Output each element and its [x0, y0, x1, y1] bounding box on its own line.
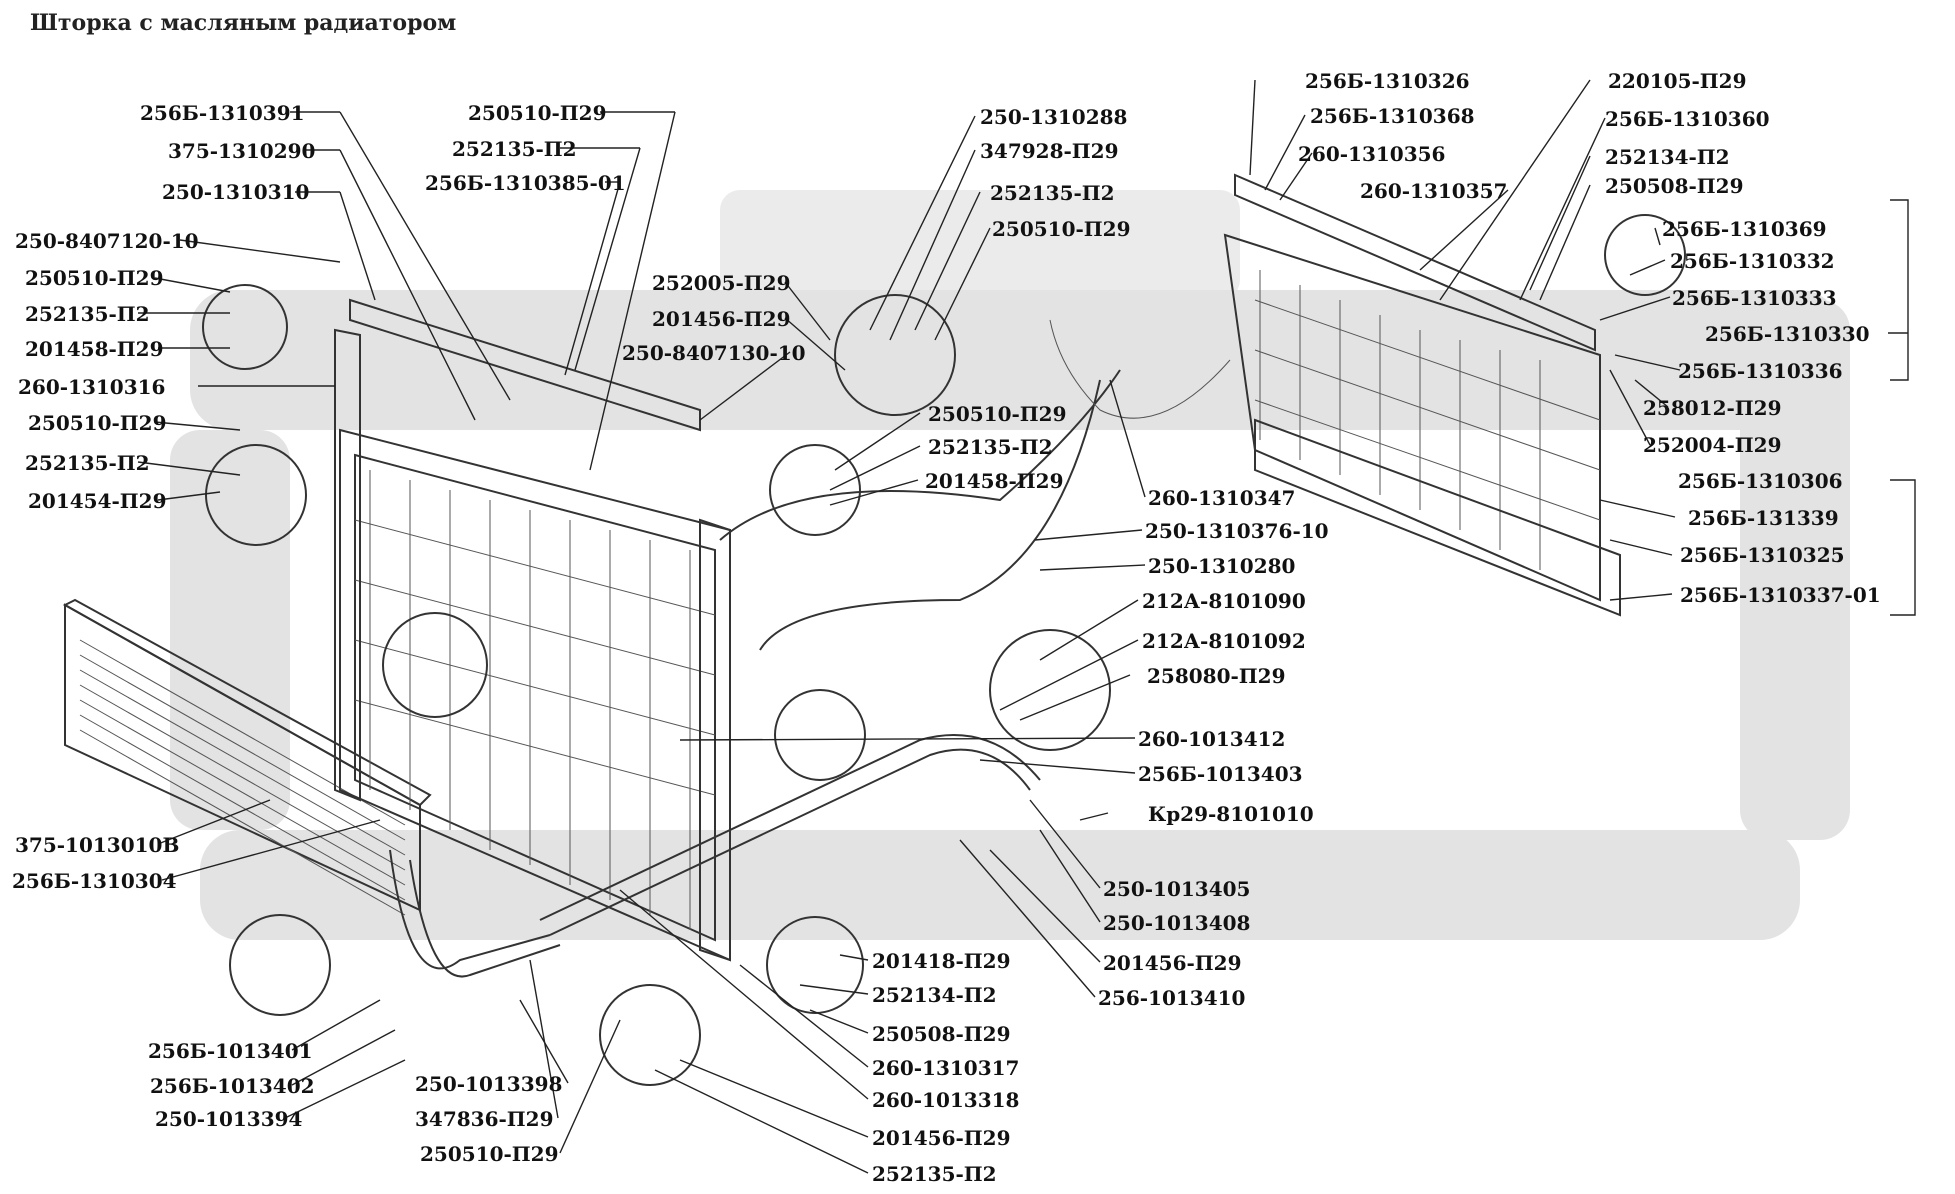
- part-label: 256Б-1310325: [1680, 543, 1845, 567]
- part-label: 256Б-1310330: [1705, 322, 1870, 346]
- part-label: 250508-П29: [1605, 174, 1744, 198]
- part-label: 252135-П2: [452, 137, 577, 161]
- part-label: 260-1013412: [1138, 727, 1285, 751]
- part-label: 260-1310316: [18, 375, 165, 399]
- part-label: 212А-8101092: [1142, 629, 1306, 653]
- part-label: 258080-П29: [1147, 664, 1286, 688]
- part-label: 201456-П29: [872, 1126, 1011, 1150]
- part-label: 256Б-1310306: [1678, 469, 1843, 493]
- part-label: 260-1310317: [872, 1056, 1019, 1080]
- part-label: 220105-П29: [1608, 69, 1747, 93]
- part-label: 250-1310376-10: [1145, 519, 1329, 543]
- part-label: 256Б-1013401: [148, 1039, 313, 1063]
- part-label: 256Б-1310368: [1310, 104, 1475, 128]
- part-label: 252135-П2: [990, 181, 1115, 205]
- part-label: 252135-П2: [872, 1162, 997, 1186]
- part-label: 256Б-1310336: [1678, 359, 1843, 383]
- part-label: 260-1310356: [1298, 142, 1445, 166]
- part-label: 256-1013410: [1098, 986, 1245, 1010]
- part-label: 256Б-1310385-01: [425, 171, 626, 195]
- part-label: 347928-П29: [980, 139, 1119, 163]
- detail-circles: [202, 214, 1686, 1086]
- part-labels: 256Б-1310391 375-1310290 250-1310310 250…: [12, 69, 1881, 1186]
- part-label: 250-1310310: [162, 180, 309, 204]
- part-label: 256Б-131339: [1688, 506, 1839, 530]
- part-label: 250-1013394: [155, 1107, 303, 1131]
- part-label: 201456-П29: [1103, 951, 1242, 975]
- part-label: 260-1310357: [1360, 179, 1507, 203]
- part-label: 250-1013405: [1103, 877, 1250, 901]
- diagram-title: Шторка с масляным радиатором: [30, 10, 457, 36]
- part-label: 201458-П29: [925, 469, 1064, 493]
- part-label: 252004-П29: [1643, 433, 1782, 457]
- watermark: [170, 190, 1850, 940]
- chain: [1049, 319, 1231, 419]
- part-label: 256Б-1310369: [1662, 217, 1827, 241]
- part-label: 375-1310290: [168, 139, 315, 163]
- part-label: 250-1310288: [980, 105, 1127, 129]
- part-label: 256Б-1013403: [1138, 762, 1303, 786]
- part-label: 250-1310280: [1148, 554, 1295, 578]
- part-label: 250510-П29: [928, 402, 1067, 426]
- part-label: 250510-П29: [992, 217, 1131, 241]
- part-label: 250508-П29: [872, 1022, 1011, 1046]
- part-label: 256Б-1013402: [150, 1074, 315, 1098]
- part-label: 201456-П29: [652, 307, 791, 331]
- part-label: 250510-П29: [468, 101, 607, 125]
- part-label: 250510-П29: [25, 266, 164, 290]
- part-label: 201418-П29: [872, 949, 1011, 973]
- part-label: 250-1013408: [1103, 911, 1250, 935]
- radiator-frame: [334, 298, 731, 962]
- part-label: 201458-П29: [25, 337, 164, 361]
- part-label: 260-1310347: [1148, 486, 1295, 510]
- part-label: 250-8407120-10: [15, 229, 199, 253]
- part-label: 250510-П29: [28, 411, 167, 435]
- part-label: 250510-П29: [420, 1142, 559, 1166]
- part-label: 256Б-1310333: [1672, 286, 1837, 310]
- part-label: 252134-П2: [872, 983, 997, 1007]
- part-label: 256Б-1310360: [1605, 107, 1770, 131]
- part-label: 250-1013398: [415, 1072, 562, 1096]
- part-label: 260-1013318: [872, 1088, 1019, 1112]
- part-label: 212А-8101090: [1142, 589, 1306, 613]
- part-label: 252135-П2: [25, 302, 150, 326]
- part-label: 347836-П29: [415, 1107, 554, 1131]
- part-label: 250-8407130-10: [622, 341, 806, 365]
- part-label: 256Б-1310304: [12, 869, 177, 893]
- part-label: 256Б-1310326: [1305, 69, 1470, 93]
- part-label: 252134-П2: [1605, 145, 1730, 169]
- part-label: 256Б-1310332: [1670, 249, 1835, 273]
- part-label: 256Б-1310391: [140, 101, 305, 125]
- part-label: 252135-П2: [25, 451, 150, 475]
- part-label: 252005-П29: [652, 271, 791, 295]
- shutter-assembly: [1223, 173, 1621, 617]
- part-label: 256Б-1310337-01: [1680, 583, 1881, 607]
- part-label: 375-1013010В: [15, 833, 179, 857]
- part-label: 252135-П2: [928, 435, 1053, 459]
- leader-lines: [137, 79, 1916, 1174]
- part-label: 258012-П29: [1643, 396, 1782, 420]
- part-label: 201454-П29: [28, 489, 167, 513]
- part-label: Кр29-8101010: [1148, 802, 1314, 826]
